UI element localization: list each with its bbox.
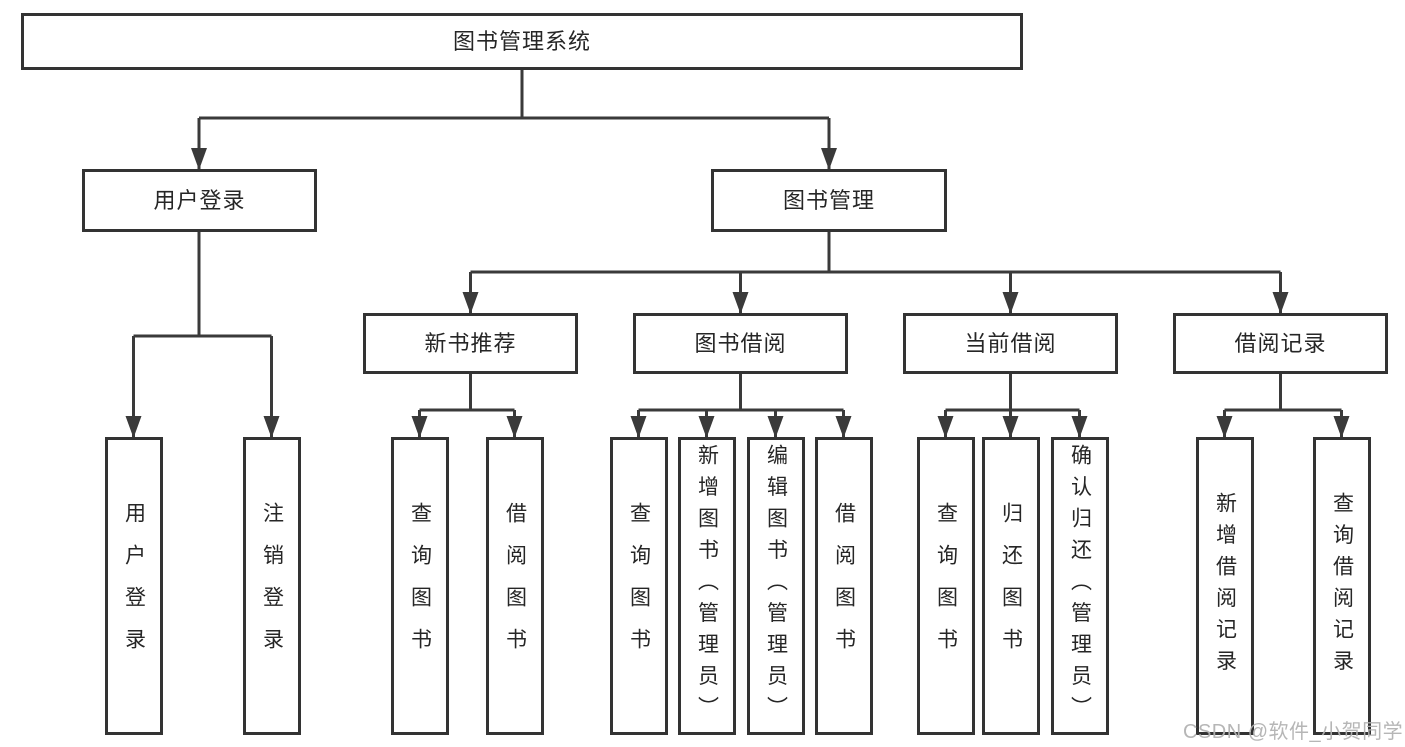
leaf-label: 新增借阅记录 — [1213, 491, 1237, 681]
node-new-book-recommend: 新书推荐 — [363, 313, 578, 374]
leaf-label: 编辑图书（管理员） — [764, 444, 788, 728]
leaf-label: 归还图书 — [999, 502, 1023, 670]
leaf-add-borrow-record: 新增借阅记录 — [1196, 437, 1254, 735]
leaf-query-borrow-record: 查询借阅记录 — [1313, 437, 1371, 735]
node-book-management: 图书管理 — [711, 169, 947, 232]
leaf-user-login: 用户登录 — [105, 437, 163, 735]
leaf-label: 用户登录 — [122, 502, 146, 670]
leaf-label: 借阅图书 — [503, 502, 527, 670]
csdn-watermark: CSDN @软件_小贺同学 — [1183, 721, 1404, 743]
leaf-add-books-admin: 新增图书（管理员） — [678, 437, 736, 735]
leaf-query-books-recommend: 查询图书 — [391, 437, 449, 735]
node-book-borrowing: 图书借阅 — [633, 313, 848, 374]
leaf-query-books-borrowing: 查询图书 — [610, 437, 668, 735]
leaf-borrow-books: 借阅图书 — [815, 437, 873, 735]
leaf-logout: 注销登录 — [243, 437, 301, 735]
node-root-system: 图书管理系统 — [21, 13, 1023, 70]
leaf-label: 查询图书 — [627, 502, 651, 670]
leaf-borrow-books-recommend: 借阅图书 — [486, 437, 544, 735]
leaf-return-books: 归还图书 — [982, 437, 1040, 735]
leaf-label: 查询图书 — [408, 502, 432, 670]
leaf-label: 借阅图书 — [832, 502, 856, 670]
leaf-label: 查询图书 — [934, 502, 958, 670]
leaf-label: 新增图书（管理员） — [695, 444, 719, 728]
leaf-label: 注销登录 — [260, 502, 284, 670]
node-current-borrowing: 当前借阅 — [903, 313, 1118, 374]
leaf-edit-books-admin: 编辑图书（管理员） — [747, 437, 805, 735]
leaf-label: 确认归还（管理员） — [1068, 444, 1092, 728]
leaf-label: 查询借阅记录 — [1330, 491, 1354, 681]
node-borrowing-records: 借阅记录 — [1173, 313, 1388, 374]
leaf-query-books-current: 查询图书 — [917, 437, 975, 735]
node-user-login: 用户登录 — [82, 169, 317, 232]
leaf-confirm-return-admin: 确认归还（管理员） — [1051, 437, 1109, 735]
